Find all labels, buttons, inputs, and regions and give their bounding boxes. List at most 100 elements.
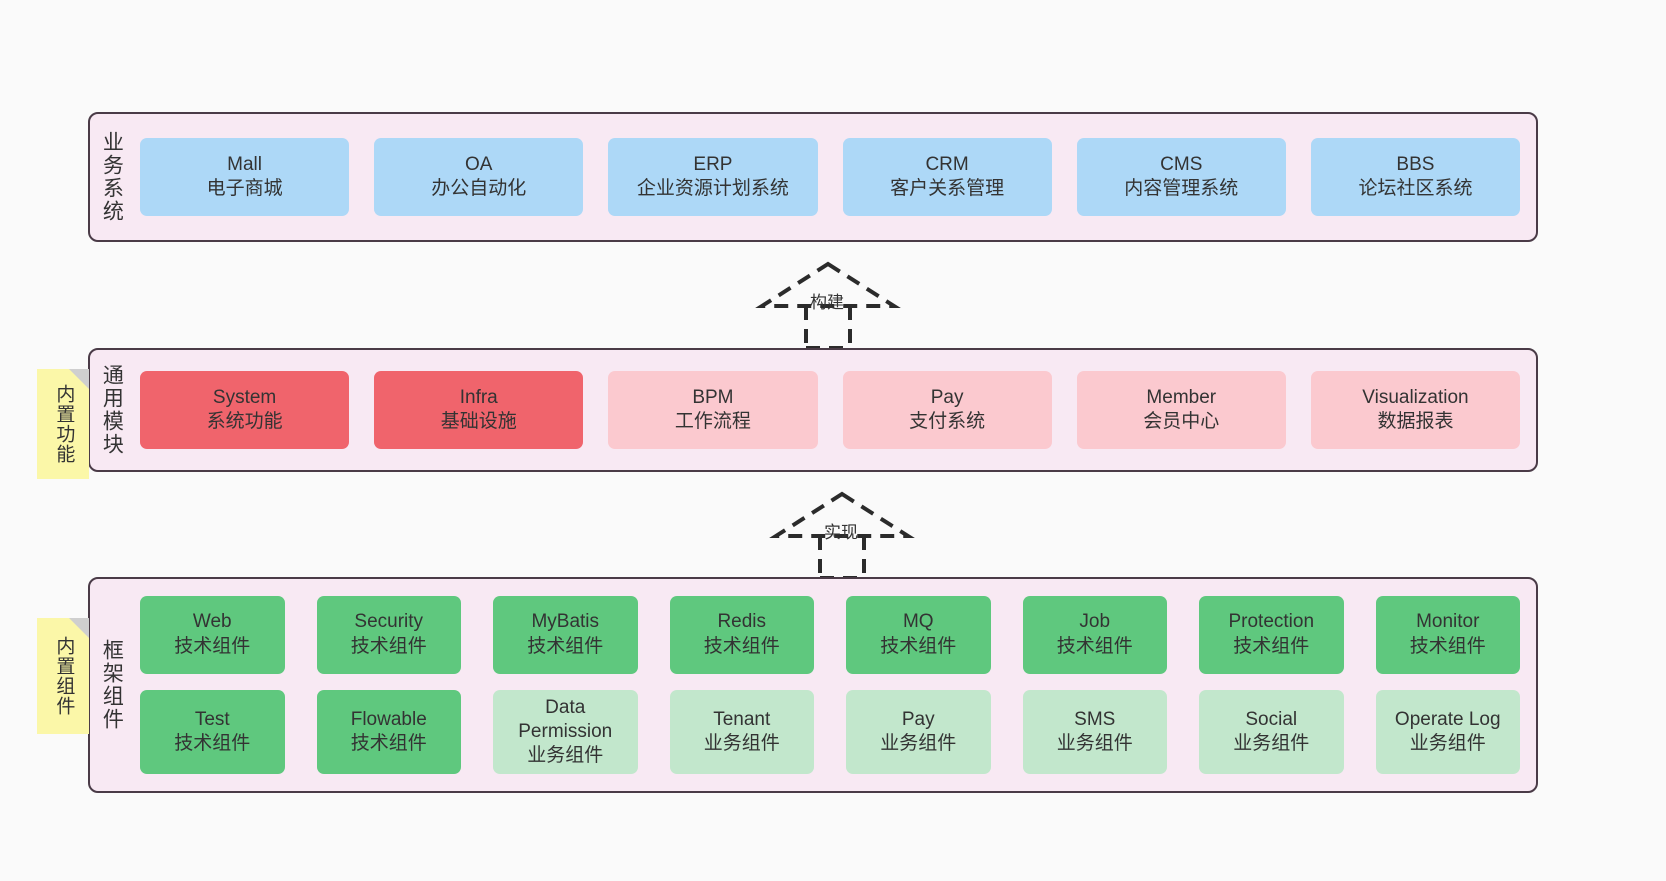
node-visualization[interactable]: Visualization 数据报表 (1310, 371, 1521, 449)
node-subtitle: 技术组件 (527, 635, 604, 657)
node-subtitle: 数据报表 (1377, 411, 1454, 432)
node-title: OA (465, 153, 493, 175)
layer-row: System 系统功能 Infra 基础设施 BPM 工作流程 Pay 支付系统… (140, 371, 1521, 449)
arrow-head-implement (769, 491, 915, 538)
node-subtitle: 技术组件 (174, 635, 251, 657)
connector-implement: 实现 (769, 488, 915, 580)
node-title: Operate Log (1394, 708, 1501, 730)
node-title: Test (194, 708, 230, 730)
layer-title-business: 业务系统 (100, 131, 124, 223)
layer-body-business: Mall 电子商城 OA 办公自动化 ERP 企业资源计划系统 CRM 客户关系… (132, 114, 1536, 240)
node-title: Infra (459, 386, 498, 408)
node-bpm[interactable]: BPM 工作流程 (608, 371, 818, 449)
node-title: System (212, 386, 277, 408)
node-subtitle: 论坛社区系统 (1358, 178, 1473, 199)
node-subtitle: 基础设施 (440, 411, 517, 432)
node-data-permission[interactable]: Data Permission 业务组件 (493, 689, 638, 775)
node-security[interactable]: Security 技术组件 (316, 595, 461, 674)
node-pay[interactable]: Pay 支付系统 (842, 371, 1052, 449)
node-flowable[interactable]: Flowable 技术组件 (316, 689, 461, 775)
node-subtitle: 技术组件 (1233, 635, 1310, 657)
node-title: Flowable (350, 708, 427, 730)
node-subtitle: 业务组件 (1233, 733, 1310, 754)
node-subtitle: 内容管理系统 (1124, 178, 1239, 199)
node-title: CRM (925, 153, 969, 175)
layer-body-framework: Web 技术组件 Security 技术组件 MyBatis 技术组件 Redi… (132, 579, 1536, 791)
node-social[interactable]: Social 业务组件 (1199, 689, 1344, 775)
node-subtitle: 技术组件 (350, 733, 427, 754)
node-subtitle: 业务组件 (880, 733, 957, 754)
note-fold-corner (69, 618, 89, 638)
node-title: Protection (1228, 611, 1315, 633)
node-subtitle: 会员中心 (1143, 411, 1220, 432)
node-mall[interactable]: Mall 电子商城 (140, 138, 350, 216)
arrow-shaft-build (804, 306, 852, 350)
layer-common-module: 通用模块 System 系统功能 Infra 基础设施 BPM 工作流程 Pay… (88, 348, 1538, 472)
node-title: Social (1245, 708, 1298, 730)
layer-title-framework: 框架组件 (100, 639, 124, 731)
node-title: BPM (692, 386, 734, 408)
node-title: CMS (1160, 153, 1203, 175)
node-mybatis[interactable]: MyBatis 技术组件 (493, 595, 638, 674)
layer-title-common: 通用模块 (100, 364, 124, 456)
node-title: Tenant (713, 708, 771, 730)
layer-body-common: System 系统功能 Infra 基础设施 BPM 工作流程 Pay 支付系统… (132, 350, 1536, 470)
node-subtitle: 技术组件 (880, 635, 957, 657)
node-redis[interactable]: Redis 技术组件 (669, 595, 814, 674)
node-title: SMS (1074, 708, 1116, 730)
node-system[interactable]: System 系统功能 (140, 371, 350, 449)
node-subtitle: 技术组件 (174, 733, 251, 754)
node-tenant[interactable]: Tenant 业务组件 (669, 689, 814, 775)
node-infra[interactable]: Infra 基础设施 (374, 371, 584, 449)
node-monitor[interactable]: Monitor 技术组件 (1375, 595, 1520, 674)
node-protection[interactable]: Protection 技术组件 (1199, 595, 1344, 674)
node-sms[interactable]: SMS 业务组件 (1022, 689, 1167, 775)
node-oa[interactable]: OA 办公自动化 (374, 138, 584, 216)
note-label: 内置功能 (53, 384, 75, 464)
node-subtitle: 业务组件 (703, 733, 780, 754)
node-cms[interactable]: CMS 内容管理系统 (1076, 138, 1286, 216)
node-title: Redis (717, 611, 767, 633)
node-subtitle: 技术组件 (703, 635, 780, 657)
node-subtitle: 系统功能 (206, 411, 283, 432)
node-title: Security (354, 611, 424, 633)
node-subtitle: 办公自动化 (431, 178, 527, 199)
layer-row: Test 技术组件 Flowable 技术组件 Data Permission … (140, 689, 1520, 775)
node-title: Monitor (1416, 611, 1480, 633)
node-mq[interactable]: MQ 技术组件 (846, 595, 991, 674)
layer-business-system: 业务系统 Mall 电子商城 OA 办公自动化 ERP 企业资源计划系统 CRM… (88, 112, 1538, 242)
node-bbs[interactable]: BBS 论坛社区系统 (1310, 138, 1521, 216)
connector-implement-label: 实现 (824, 523, 858, 542)
node-title: Mall (227, 153, 262, 175)
node-crm[interactable]: CRM 客户关系管理 (842, 138, 1052, 216)
node-title: Web (192, 611, 232, 633)
note-label: 内置组件 (53, 636, 75, 716)
node-title: ERP (693, 153, 733, 175)
node-subtitle: 技术组件 (1409, 635, 1486, 657)
node-test[interactable]: Test 技术组件 (140, 689, 285, 775)
node-title: Visualization (1362, 386, 1469, 408)
node-subtitle: 工作流程 (674, 411, 751, 432)
node-subtitle: 技术组件 (1056, 635, 1133, 657)
node-job[interactable]: Job 技术组件 (1022, 595, 1167, 674)
node-subtitle: 技术组件 (350, 635, 427, 657)
layer-framework-component: 框架组件 Web 技术组件 Security 技术组件 MyBatis 技术组件… (88, 577, 1538, 793)
node-subtitle: 业务组件 (527, 745, 604, 767)
node-title: BBS (1396, 153, 1435, 175)
node-title-cont: Permission (518, 720, 613, 742)
node-subtitle: 客户关系管理 (890, 178, 1005, 199)
node-title: Pay (930, 386, 964, 408)
node-member[interactable]: Member 会员中心 (1076, 371, 1286, 449)
node-subtitle: 业务组件 (1056, 733, 1133, 754)
node-erp[interactable]: ERP 企业资源计划系统 (608, 138, 818, 216)
node-subtitle: 支付系统 (909, 411, 986, 432)
node-web[interactable]: Web 技术组件 (140, 595, 285, 674)
arrow-shaft-implement (818, 536, 866, 580)
layer-row: Mall 电子商城 OA 办公自动化 ERP 企业资源计划系统 CRM 客户关系… (140, 138, 1521, 216)
node-title: MQ (902, 611, 934, 633)
layer-row: Web 技术组件 Security 技术组件 MyBatis 技术组件 Redi… (140, 595, 1520, 674)
node-pay-component[interactable]: Pay 业务组件 (846, 689, 991, 775)
node-operate-log[interactable]: Operate Log 业务组件 (1375, 689, 1520, 775)
node-title: MyBatis (531, 611, 600, 633)
